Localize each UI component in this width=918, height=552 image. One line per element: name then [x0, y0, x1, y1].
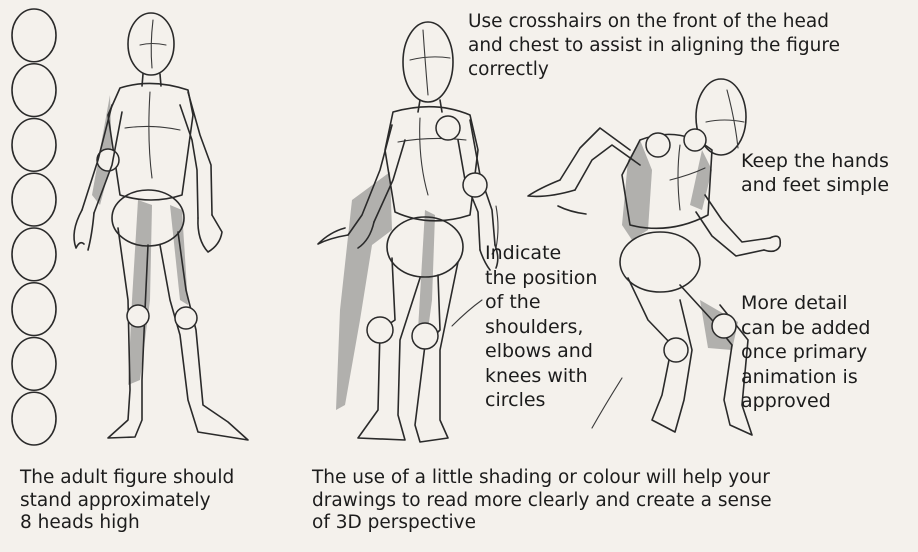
detail-annotation: More detail can be added once primary an… [741, 291, 918, 414]
front-view-figure [74, 13, 248, 440]
head-unit-circle [12, 64, 56, 117]
head-unit-circle [12, 392, 56, 445]
pointer-to-knee [452, 300, 482, 326]
shading-caption: The use of a little shading or colour wi… [312, 467, 912, 535]
joints-annotation: Indicate the position of the shoulders, … [485, 241, 625, 413]
head-unit-circle [12, 338, 56, 391]
crosshair-annotation: Use crosshairs on the front of the head … [468, 10, 918, 82]
head-unit-circle [12, 283, 56, 336]
head-unit-circle [12, 119, 56, 172]
action-pelvis [620, 232, 700, 292]
head-scale-column [12, 9, 56, 445]
three-quarter-figure [318, 22, 498, 442]
head-unit-circle [12, 173, 56, 226]
head-unit-circle [12, 228, 56, 281]
hands-feet-annotation: Keep the hands and feet simple [741, 149, 918, 197]
adult-figure-caption: The adult figure should stand approximat… [20, 467, 310, 535]
head-unit-circle [12, 9, 56, 62]
